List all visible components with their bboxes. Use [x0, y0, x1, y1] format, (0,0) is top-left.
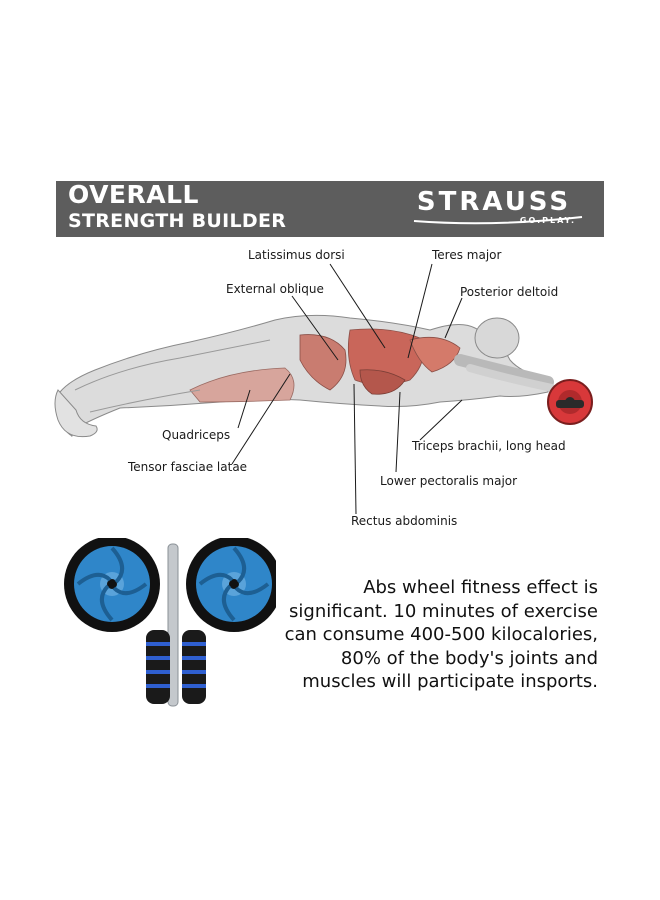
- ab-roller-illustration: [547, 379, 593, 425]
- right-wheel: [186, 538, 276, 632]
- label-posterior-deltoid: Posterior deltoid: [460, 285, 559, 299]
- banner-title-line1: OVERALL: [68, 180, 199, 209]
- label-rectus-abdominis: Rectus abdominis: [351, 514, 458, 528]
- label-tensor-fasciae-latae: Tensor fasciae latae: [128, 460, 248, 474]
- right-grip: [182, 630, 206, 704]
- leader-lines: [231, 263, 463, 515]
- description-line-2: significant. 10 minutes of exercise: [289, 600, 598, 622]
- ab-wheel-product-image: [64, 538, 276, 707]
- label-triceps-brachii: Triceps brachii, long head: [412, 439, 566, 453]
- anatomy-figure: [54, 263, 593, 515]
- label-external-oblique: External oblique: [226, 282, 324, 296]
- brand-logo: STRAUSS GO.PLAY.: [394, 187, 594, 231]
- label-lower-pectoralis: Lower pectoralis major: [380, 474, 518, 488]
- description-line-4: 80% of the body's joints and: [340, 647, 598, 669]
- axle-bar: [167, 543, 179, 707]
- left-wheel: [64, 538, 160, 632]
- description-line-1: Abs wheel fitness effect is: [363, 577, 598, 598]
- brand-wordmark: STRAUSS: [416, 187, 572, 217]
- brand-tagline: GO.PLAY.: [519, 216, 576, 225]
- banner-title-line2: STRENGTH BUILDER: [68, 210, 287, 232]
- description-line-3: can consume 400-500 kilocalories,: [284, 624, 598, 645]
- product-description: Abs wheel fitness effect is significant.…: [262, 576, 598, 694]
- label-quadriceps: Quadriceps: [162, 428, 231, 442]
- description-line-5: muscles will participate insports.: [302, 671, 598, 692]
- label-teres-major: Teres major: [432, 248, 502, 262]
- title-banner: OVERALL STRENGTH BUILDER STRAUSS GO.PLAY…: [56, 181, 604, 237]
- label-latissimus-dorsi: Latissimus dorsi: [248, 248, 345, 262]
- left-grip: [146, 630, 170, 704]
- body-illustration: [54, 314, 556, 438]
- logo-swoosh: [413, 216, 583, 225]
